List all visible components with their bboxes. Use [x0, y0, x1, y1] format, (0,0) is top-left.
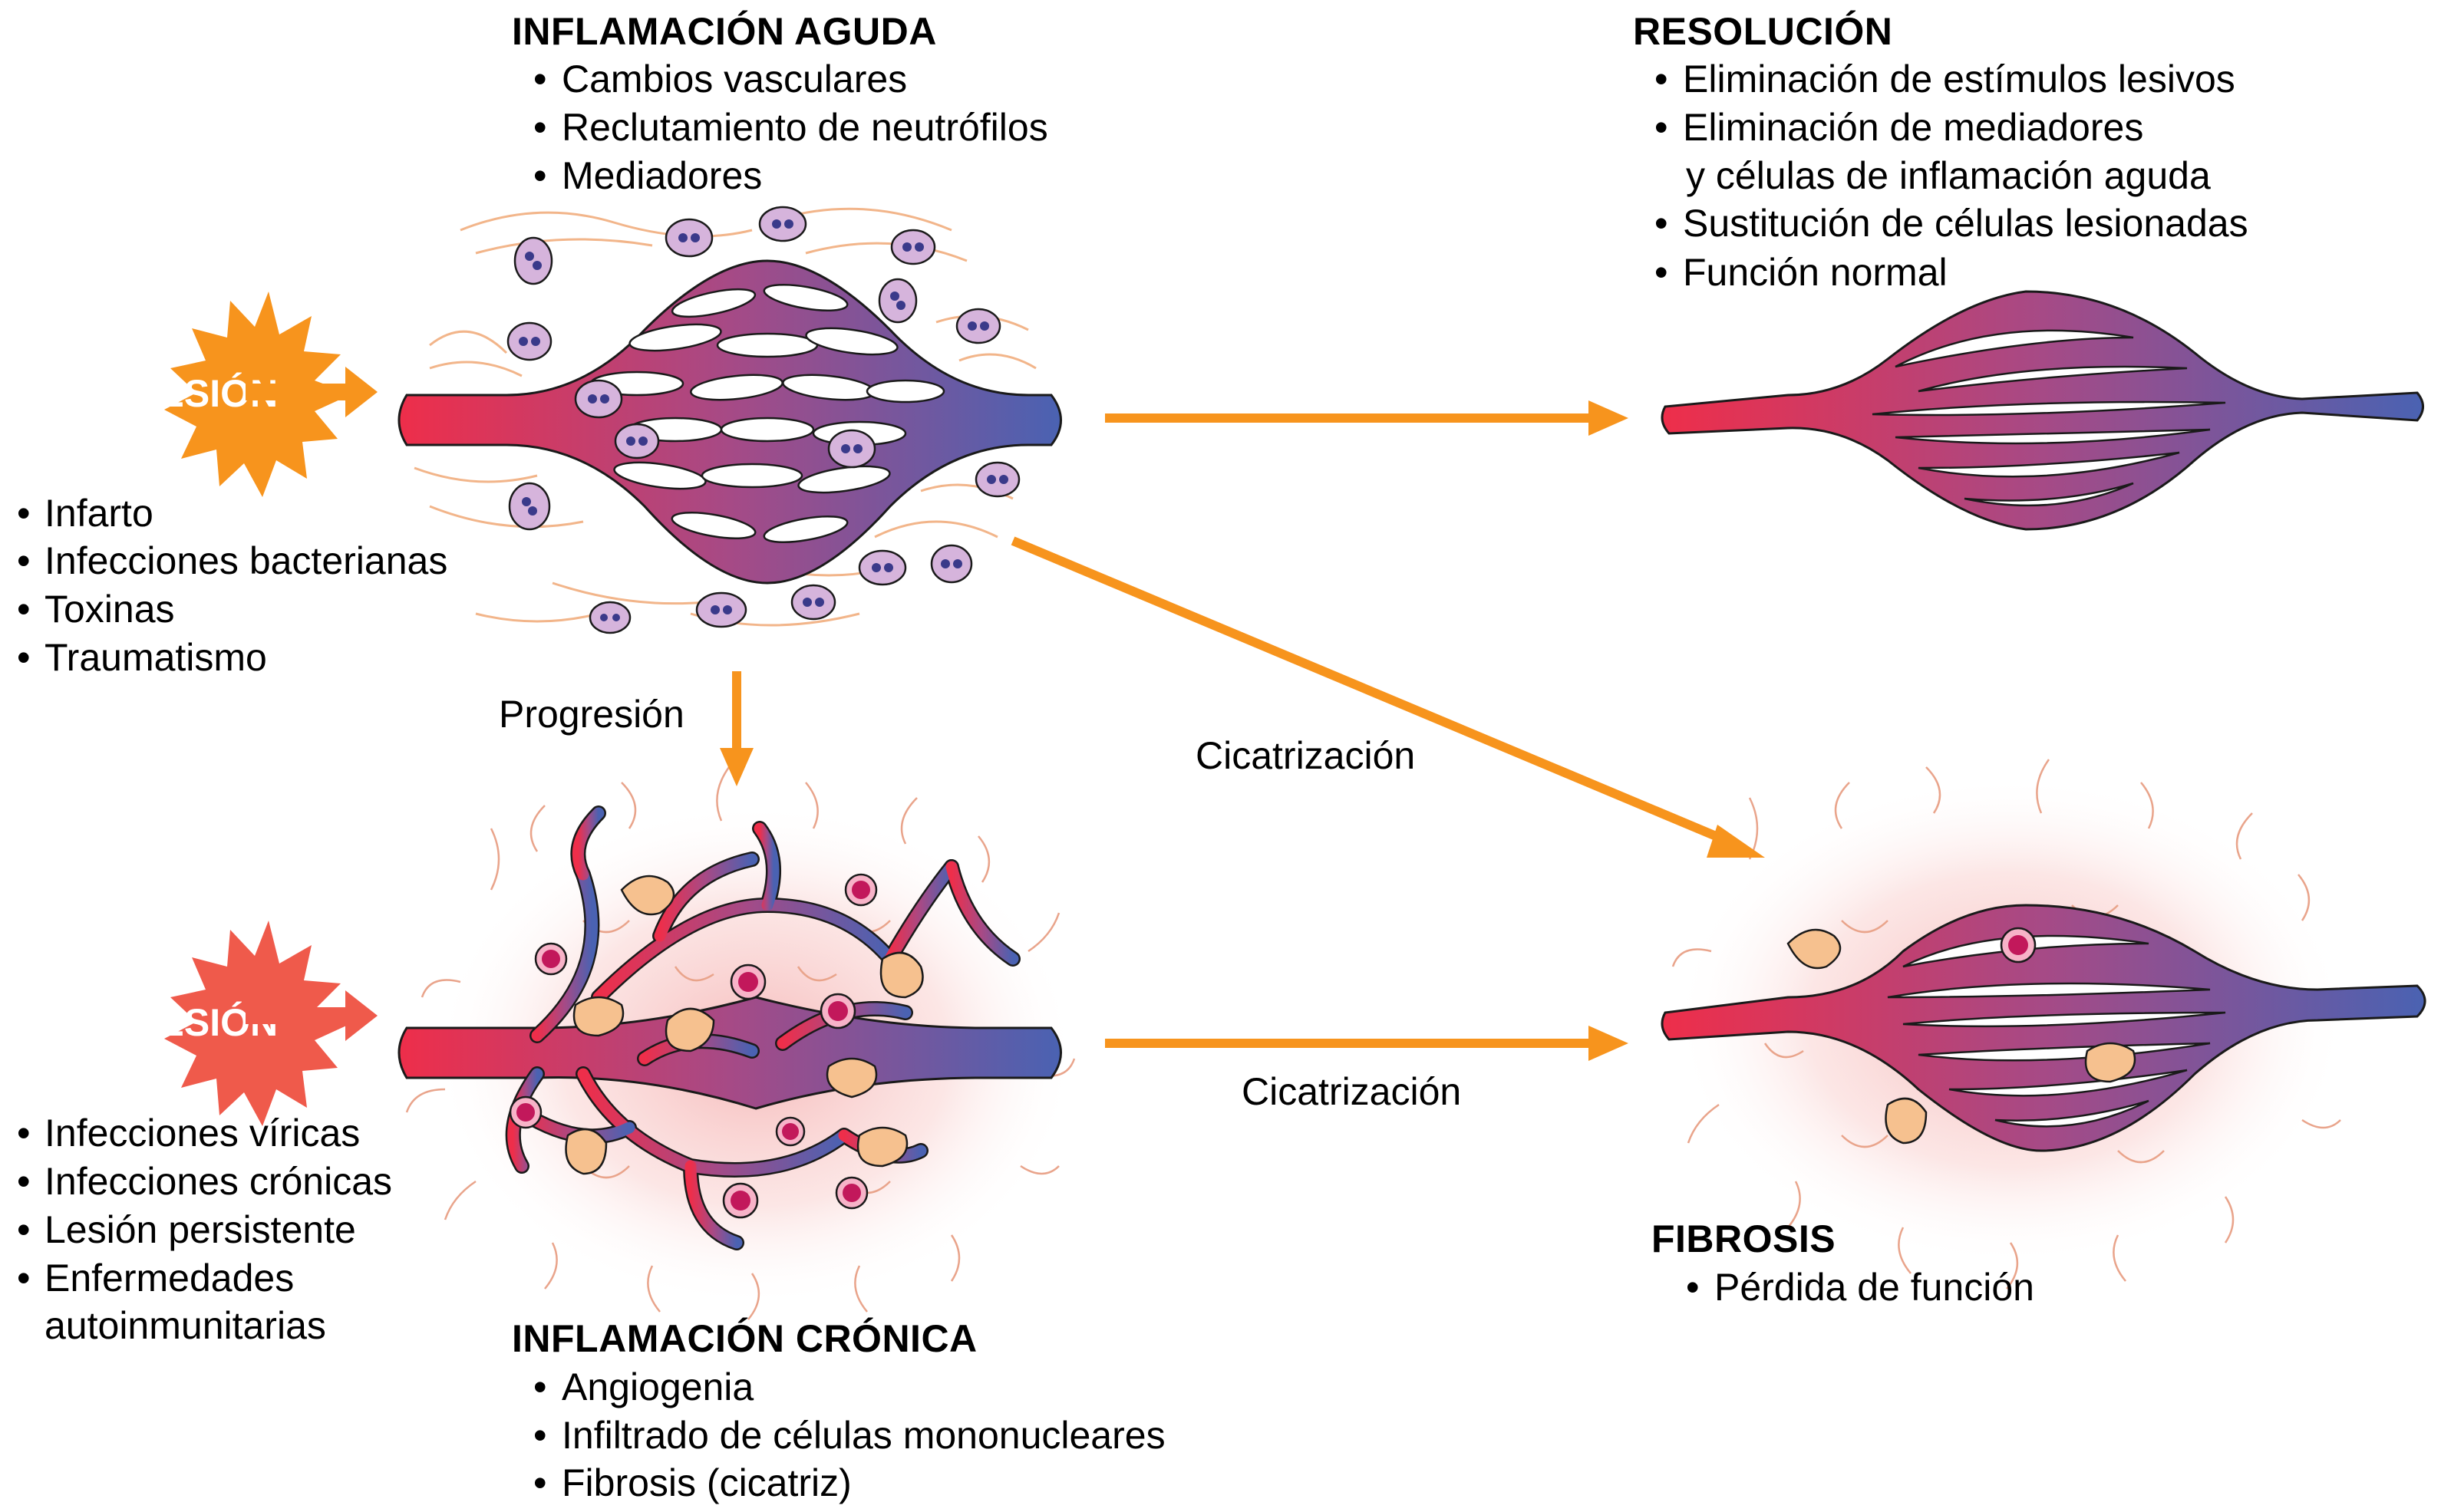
- cause-bullet-2: •: [17, 539, 31, 582]
- resolution-item-2b: y células de inflamación aguda: [1686, 154, 2211, 197]
- diagonal-scarring-label: Cicatrización: [1196, 734, 1415, 777]
- fibrosis-macrophages: [1786, 928, 2136, 1145]
- chronic-cause-bullet-3: •: [17, 1208, 31, 1251]
- chronic-cause-bullet-4: •: [17, 1257, 31, 1300]
- resolution-item-4: Función normal: [1683, 251, 1948, 294]
- fibrosis-item-1: Pérdida de función: [1714, 1266, 2034, 1309]
- acute-title: INFLAMACIÓN AGUDA: [512, 10, 937, 53]
- cause-bullet-4: •: [17, 636, 31, 679]
- injury-chronic: LESIÓN • Infecciones víricas • Infeccion…: [17, 921, 392, 1347]
- acute-cause-4: Traumatismo: [45, 636, 267, 679]
- chronic-bullet-1: •: [533, 1365, 547, 1408]
- resolution-bullet-4: •: [1654, 251, 1668, 294]
- fibrosis-vessel-body: [1661, 904, 2426, 1152]
- fibrosis-block: FIBROSIS • Pérdida de función: [1651, 1217, 2034, 1309]
- injury-acute: LESIÓN • Infarto • Infecciones bacterian…: [17, 292, 447, 679]
- chronic-item-1: Angiogenia: [562, 1365, 754, 1408]
- progression-arrow-head: [720, 748, 754, 786]
- diagonal-scarring-arrow-head: [1707, 825, 1765, 858]
- injury-chronic-arrow-head: [345, 990, 378, 1041]
- horizontal-scarring-arrow-head: [1588, 1026, 1628, 1061]
- acute-cause-1: Infarto: [45, 492, 153, 535]
- horizontal-scarring-label: Cicatrización: [1242, 1070, 1461, 1113]
- chronic-lymphocyte-nuclei: [516, 881, 870, 1211]
- acute-vessel-illustration: [397, 206, 1062, 634]
- chronic-cause-bullet-2: •: [17, 1160, 31, 1203]
- chronic-cause-4b: autoinmunitarias: [45, 1304, 326, 1347]
- chronic-tissue-fibers: [405, 766, 1076, 1320]
- acute-bullet-3: •: [533, 154, 547, 197]
- acute-cause-2: Infecciones bacterianas: [45, 539, 447, 582]
- chronic-cause-1: Infecciones víricas: [45, 1112, 360, 1155]
- acute-neutrophil-nuclei: [519, 219, 1008, 621]
- acute-cause-3: Toxinas: [45, 588, 175, 631]
- process-arrows: Progresión Cicatrización Cicatrización: [499, 400, 1765, 1113]
- fibrosis-vessel-illustration: [1661, 759, 2426, 1290]
- chronic-item-2: Infiltrado de células mononucleares: [562, 1414, 1166, 1457]
- fibrosis-bullet-1: •: [1686, 1266, 1700, 1309]
- resolution-item-3: Sustitución de células lesionadas: [1683, 202, 2248, 245]
- fibrosis-lumens: [1887, 934, 2226, 1128]
- acute-item-1: Cambios vasculares: [562, 58, 907, 100]
- resolution-bullet-3: •: [1654, 202, 1668, 245]
- fibrosis-lymphocyte-nucleus: [2008, 935, 2028, 955]
- acute-neutrophils: [506, 206, 1021, 634]
- acute-item-3: Mediadores: [562, 154, 762, 197]
- resolution-arrow-head: [1588, 400, 1628, 436]
- chronic-inflammation-block: INFLAMACIÓN CRÓNICA • Angiogenia • Infil…: [512, 1317, 1166, 1504]
- resolution-title: RESOLUCIÓN: [1633, 10, 1892, 53]
- chronic-cause-4: Enfermedades: [45, 1257, 294, 1300]
- chronic-macrophages: [565, 875, 924, 1175]
- acute-bullet-2: •: [533, 106, 547, 149]
- chronic-vessel-illustration: [397, 766, 1078, 1320]
- diagonal-scarring-arrow-shaft: [1011, 536, 1737, 848]
- acute-bullet-1: •: [533, 58, 547, 100]
- injury-acute-arrow-head: [345, 367, 378, 417]
- resolution-vessel-illustration: [1661, 290, 2424, 531]
- chronic-bullet-3: •: [533, 1461, 547, 1504]
- progression-label: Progresión: [499, 693, 684, 736]
- resolution-lumens: [1872, 329, 2226, 507]
- chronic-cause-3: Lesión persistente: [45, 1208, 356, 1251]
- chronic-bullet-2: •: [533, 1414, 547, 1457]
- acute-item-2: Reclutamiento de neutrófilos: [562, 106, 1048, 149]
- resolution-bullet-1: •: [1654, 58, 1668, 100]
- acute-inflammation-block: INFLAMACIÓN AGUDA • Cambios vasculares •…: [512, 10, 1048, 197]
- resolution-item-2: Eliminación de mediadores: [1683, 106, 2143, 149]
- resolution-item-1: Eliminación de estímulos lesivos: [1683, 58, 2235, 100]
- cause-bullet-1: •: [17, 492, 31, 535]
- chronic-item-3: Fibrosis (cicatriz): [562, 1461, 852, 1504]
- chronic-cause-bullet-1: •: [17, 1112, 31, 1155]
- cause-bullet-3: •: [17, 588, 31, 631]
- fibrosis-title: FIBROSIS: [1651, 1217, 1836, 1260]
- chronic-cause-2: Infecciones crónicas: [45, 1160, 392, 1203]
- resolution-bullet-2: •: [1654, 106, 1668, 149]
- chronic-title: INFLAMACIÓN CRÓNICA: [512, 1317, 978, 1360]
- resolution-block: RESOLUCIÓN • Eliminación de estímulos le…: [1633, 10, 2248, 294]
